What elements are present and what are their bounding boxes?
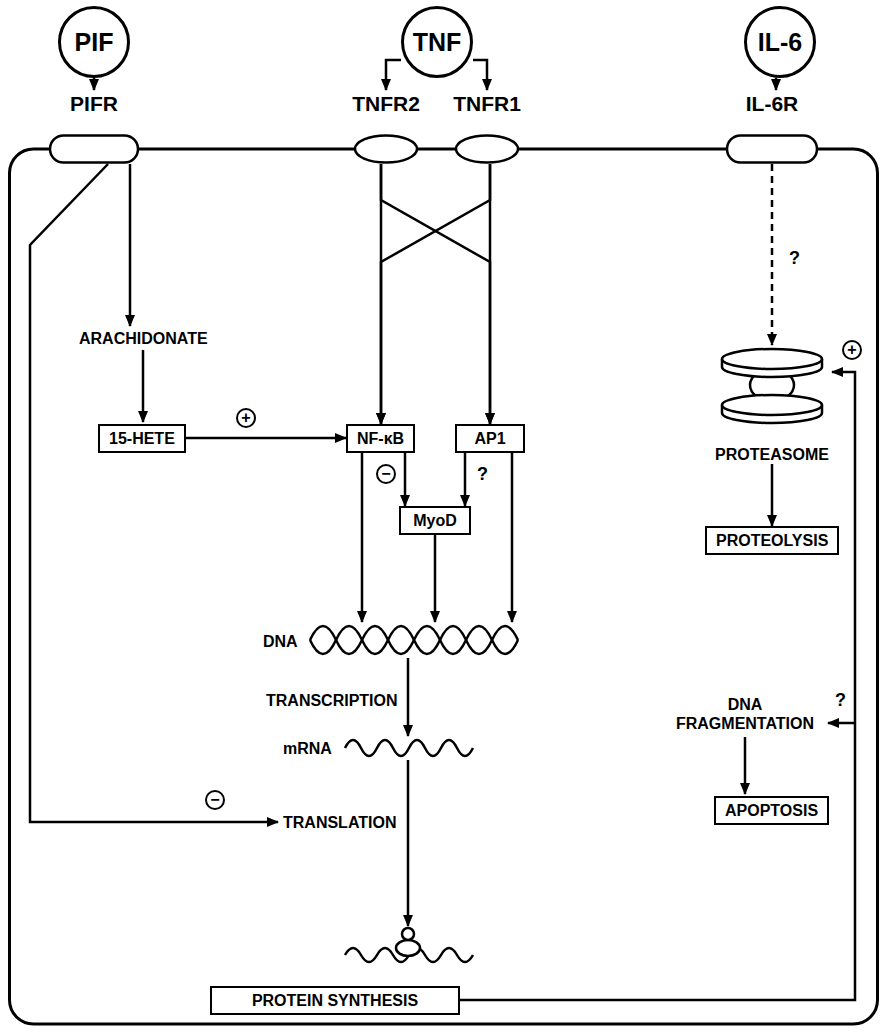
sign-symbol: +: [842, 340, 862, 360]
question-mark: ?: [834, 690, 847, 710]
connector: [404, 453, 407, 506]
mrna-wave: [345, 740, 473, 756]
cell-membrane: [10, 149, 878, 1024]
receptor-outline: [346, 134, 426, 164]
connector: [464, 453, 467, 506]
receptor: TNFR2: [346, 90, 426, 164]
process-box: NF-κB: [346, 424, 415, 453]
arrow: [407, 658, 410, 736]
arrow: [361, 453, 364, 622]
flow-arrows: [30, 164, 855, 926]
connector: [473, 60, 487, 90]
ligand-circle: PIF: [58, 6, 130, 78]
node-text: PIFR: [44, 90, 144, 116]
node-text: PROTEASOME: [712, 445, 832, 464]
receptor: TNFR1: [447, 90, 527, 164]
arrow: [744, 737, 747, 794]
proteasome-outline: [712, 345, 832, 425]
proteasome-symbol: PROTEASOME: [712, 345, 832, 464]
connector: [489, 164, 492, 424]
flow-label: TRANSCRIPTION: [266, 691, 398, 710]
node-text: AP1: [466, 429, 514, 448]
connector: [386, 60, 401, 90]
arrow: [142, 350, 145, 422]
node-text: TNFR2: [346, 90, 426, 116]
receptor-outline: [722, 134, 822, 164]
node-text: APOPTOSIS: [725, 801, 818, 820]
process-box: AP1: [455, 424, 525, 453]
ligand-circle: TNF: [401, 6, 473, 78]
node-text: IL-6: [758, 28, 802, 56]
node-text: NF-κB: [357, 429, 404, 448]
receptor-outline: [447, 134, 527, 164]
connector: [460, 372, 855, 1000]
flow-label: mRNA: [283, 739, 332, 758]
receptor: IL-6R: [722, 90, 822, 164]
node-text: PROTEIN SYNTHESIS: [221, 991, 449, 1010]
sign-symbol: +: [236, 408, 256, 428]
process-box: 15-HETE: [98, 424, 186, 453]
sign-symbol: −: [205, 790, 225, 810]
arrow: [828, 722, 855, 725]
node-text: PIF: [75, 28, 114, 56]
question-mark: ?: [788, 248, 801, 268]
connector: [771, 464, 774, 526]
connector: [775, 78, 778, 90]
flow-label: TRANSLATION: [283, 813, 396, 832]
connector: [381, 164, 490, 424]
connector: [186, 437, 346, 440]
receptor: PIFR: [44, 90, 144, 164]
flow-label: ARACHIDONATE: [79, 329, 208, 348]
arrow: [129, 164, 132, 326]
process-box: MyoD: [399, 506, 471, 535]
process-box: APOPTOSIS: [714, 796, 829, 825]
connector: [93, 78, 96, 90]
flow-label: DNA: [263, 632, 298, 651]
ribosome-symbol: [396, 928, 420, 956]
node-text: TNFR1: [447, 90, 527, 116]
arrow: [30, 164, 278, 822]
node-text: 15-HETE: [109, 429, 175, 448]
process-box: PROTEOLYSIS: [705, 526, 839, 555]
node-text: IL-6R: [722, 90, 822, 116]
flow-label: DNA FRAGMENTATION: [665, 695, 825, 733]
question-mark: ?: [476, 464, 489, 484]
process-box: PROTEIN SYNTHESIS: [210, 986, 460, 1015]
dna-helix: [310, 626, 518, 654]
receptor-outline: [44, 134, 144, 164]
arrow: [407, 760, 410, 926]
connector: [771, 164, 774, 345]
ligand-circle: IL-6: [744, 6, 816, 78]
arrow: [511, 453, 514, 622]
node-text: PROTEOLYSIS: [716, 531, 828, 550]
node-text: TNF: [413, 28, 462, 56]
arrow: [434, 535, 437, 622]
sign-symbol: −: [376, 464, 396, 484]
node-text: MyoD: [410, 511, 460, 530]
connector: [381, 164, 490, 424]
